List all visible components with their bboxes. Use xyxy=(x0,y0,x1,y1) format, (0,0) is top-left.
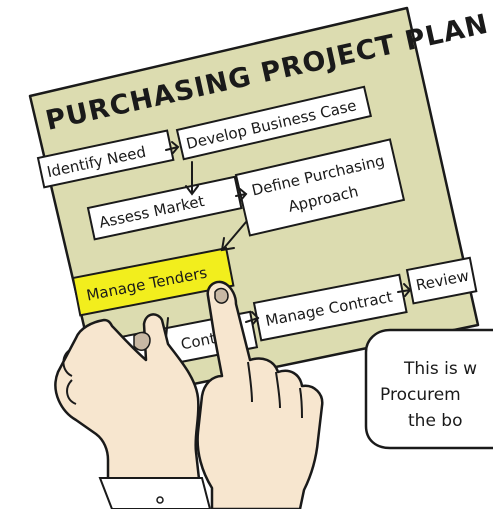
left-hand xyxy=(54,313,212,509)
arrow-identify-to-develop xyxy=(165,141,180,154)
speech-bubble-line-1: This is w xyxy=(403,359,477,379)
speech-bubble-line-2: Procurem xyxy=(380,385,461,405)
arrow-assess-to-define xyxy=(235,188,248,201)
step-review: Review xyxy=(405,256,478,305)
arrow-award-to-manage-contract xyxy=(245,311,260,325)
speech-bubble: This is w Procurem the bo xyxy=(364,328,493,450)
arrow-define-to-manage-tenders xyxy=(220,221,247,252)
flow-arrows xyxy=(165,141,412,339)
arrow-develop-to-assess xyxy=(185,161,199,196)
right-hand xyxy=(196,280,324,509)
speech-bubble-line-3: the bo xyxy=(408,411,463,431)
arrow-manage-contract-to-review xyxy=(397,283,412,297)
